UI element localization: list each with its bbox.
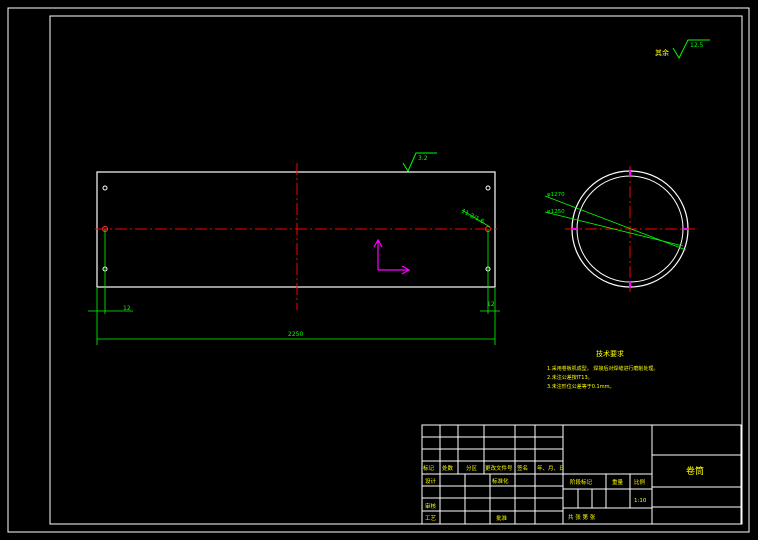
outer-diameter-label: φ1270: [547, 192, 565, 198]
note-line-3: 3.未注形位公差等于0.1mm。: [547, 383, 614, 390]
tb-scale-value: 1:10: [634, 498, 647, 504]
end-view: [544, 166, 695, 292]
tb-header-count: 处数: [442, 464, 454, 472]
inner-diameter-label: φ1250: [547, 209, 565, 215]
part-roughness-symbol: 3.2: [402, 152, 437, 173]
note-line-2: 2.未注公差按IT13。: [547, 374, 593, 381]
tb-review: 审核: [425, 502, 437, 510]
tb-stage: 阶段标记: [570, 478, 593, 486]
tb-header-mark: 标记: [423, 464, 435, 472]
tb-process: 工艺: [425, 515, 437, 522]
roughness-label: 其余: [655, 48, 669, 57]
dim-left: 12: [123, 305, 131, 312]
tb-header-file: 更改文件号: [485, 464, 513, 472]
notes-title: 技术要求: [596, 349, 624, 358]
tb-header-zone: 分区: [466, 464, 478, 472]
tb-header-date: 年、月、日: [537, 464, 565, 472]
roughness-value: 12.5: [690, 42, 704, 49]
ucs-icon: [373, 238, 411, 275]
dim-right: 12: [487, 301, 495, 308]
inner-border: [49, 15, 743, 525]
tb-design: 设计: [425, 477, 437, 485]
tb-header-sign: 签名: [517, 464, 528, 472]
tb-standard: 标准化: [492, 477, 509, 485]
part-roughness-value: 3.2: [418, 155, 428, 162]
dim-length: 2250: [288, 331, 303, 338]
tb-approve: 批准: [496, 514, 508, 522]
tb-scale: 比例: [634, 478, 646, 486]
note-line-1: 1.采用卷板机成型。 焊接后对焊缝进行磨削处理。: [547, 365, 658, 372]
title-block-grid: [421, 424, 742, 525]
tb-part-name: 卷筒: [686, 465, 704, 477]
roughness-symbol: 其余 12.5: [655, 39, 710, 60]
outer-border: [7, 7, 750, 533]
dimension-lines: [88, 209, 500, 345]
tb-sheets: 共 张 第 张: [568, 513, 596, 521]
tb-weight: 重量: [612, 478, 624, 486]
tolerance-label: 11.2/1.6: [460, 208, 485, 226]
